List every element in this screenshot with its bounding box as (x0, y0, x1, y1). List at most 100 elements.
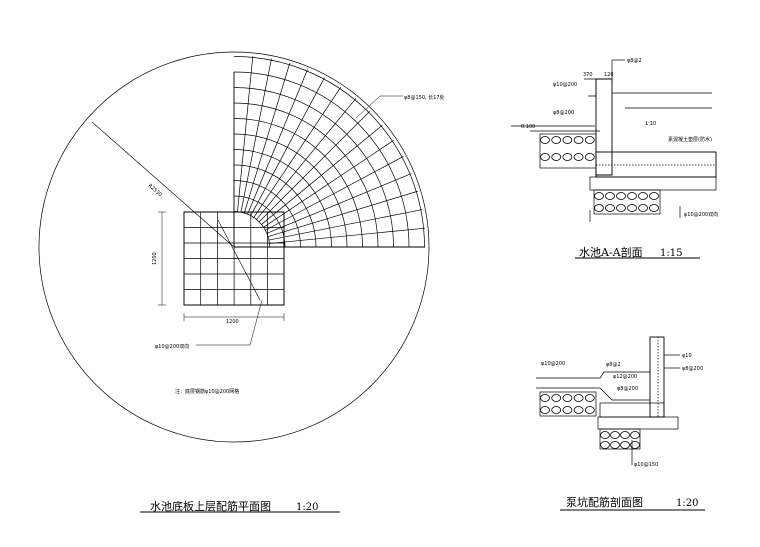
gravel-left (539, 133, 597, 169)
ps-mid3: φ8@200 (617, 386, 638, 392)
pump-gravel-left (539, 391, 597, 417)
gravel-stone (600, 441, 610, 449)
gravel-stone (540, 153, 550, 161)
section-aa-scale: 1:15 (660, 248, 682, 259)
gravel-stone (610, 441, 620, 449)
gravel-stone (551, 153, 562, 161)
gravel-stone (562, 153, 573, 161)
radius-dimension-line (91, 121, 235, 248)
ps-mid-top: φ8@2 (606, 362, 621, 368)
pool-floor-plan (38, 51, 430, 513)
gravel-stone (605, 192, 615, 200)
gravel-stone (551, 136, 562, 144)
gravel-stone (620, 431, 630, 439)
sa-top-rebar: φ8@2 (627, 58, 642, 64)
gravel-stone (616, 204, 626, 212)
wall-cap (584, 78, 597, 97)
gravel-stone (594, 192, 604, 200)
gravel-stone (573, 394, 584, 402)
gravel-stone (600, 431, 610, 439)
radius-label: R2530 (147, 183, 163, 198)
gravel-stone (649, 192, 659, 200)
pump-hatch (540, 394, 640, 449)
gravel-stone (540, 136, 550, 144)
gravel-stone (573, 406, 584, 414)
gravel-stone (630, 431, 640, 439)
gravel-stone (584, 153, 595, 161)
rebar-ray (243, 63, 291, 214)
diagonal-leader (217, 219, 261, 301)
plan-scale: 1:20 (296, 502, 318, 513)
pit-height-label: 1200 (152, 252, 158, 265)
rebar-ray (240, 58, 272, 213)
rebar-ray (267, 190, 418, 238)
pump-pit-grid (184, 212, 284, 305)
gravel-stone (638, 192, 648, 200)
pump-gravel (599, 428, 641, 450)
pit-width-label: 1200 (226, 319, 239, 325)
gravel-stone (627, 192, 637, 200)
gravel-stone (627, 204, 637, 212)
floor-slab (595, 151, 717, 178)
gravel-stone (610, 431, 620, 439)
gravel-stone (649, 204, 659, 212)
ps-mid2: φ12@200 (613, 374, 637, 380)
pump-top-line (536, 371, 650, 379)
pump-base (597, 416, 679, 430)
plan-note: 注：底层钢筋φ10@200网格 (175, 388, 239, 395)
gravel-stone (584, 394, 595, 402)
rebar-ray (268, 209, 423, 241)
rebar-ray (260, 124, 383, 226)
gravel-stone (573, 136, 584, 144)
rebar-ray (253, 87, 341, 219)
sa-elev: 0.100 (521, 124, 535, 130)
ps-right-a: φ10 (682, 353, 692, 359)
pump-top-line-2 (536, 387, 650, 401)
gravel-stone (616, 192, 626, 200)
pump-section-labels: φ10@200 φ8@2 φ12@200 φ8@200 φ10 φ8@200 φ… (541, 353, 703, 509)
sa-right-note: 素混凝土垫层(防水) (668, 136, 712, 143)
gravel-stone (605, 204, 615, 212)
gravel-stone (562, 136, 573, 144)
gravel-stone (540, 406, 550, 414)
ps-left-top: φ10@200 (541, 361, 565, 367)
grid-rebar-leader (196, 299, 263, 346)
rebar-ray (264, 156, 404, 231)
gravel-stone (540, 394, 550, 402)
gravel-stone (594, 204, 604, 212)
sa-bottom-rebar: φ10@200双向 (684, 211, 718, 218)
section-aa-title: 水池A-A剖面 (579, 245, 643, 259)
rebar-ray (268, 227, 426, 244)
sa-dim-b: 120 (604, 72, 614, 78)
rebar-ray (250, 77, 325, 217)
rebar-ray (237, 55, 254, 213)
gravel-base (593, 189, 661, 215)
pool-outline-circle (38, 51, 430, 443)
plan-title: 水池底板上层配筋平面图 (150, 499, 271, 513)
plan-labels: R2530 φ8@150, 长17处 1200 1200 φ10@200双向 注… (147, 94, 445, 513)
rebar-rays (237, 55, 426, 244)
base-layer (589, 176, 717, 191)
section-aa-hatch (540, 136, 659, 212)
pump-pit-section (536, 336, 705, 511)
pump-section-title: 泵坑配筋剖面图 (566, 495, 643, 509)
top-rebar-leader-b (355, 95, 381, 119)
sa-small-a: 1:10 (645, 121, 656, 127)
gravel-stone (584, 136, 595, 144)
sa-dim-a: 370 (583, 72, 593, 78)
rebar-ray (255, 98, 357, 221)
gravel-stone (562, 394, 573, 402)
gravel-stone (584, 406, 595, 414)
gravel-stone (551, 394, 562, 402)
gravel-stone (551, 406, 562, 414)
sa-left-rebar: φ10@200 (553, 82, 577, 88)
gravel-stone (630, 441, 640, 449)
ps-right-b: φ8@200 (682, 366, 703, 372)
ps-bottom: φ10@150 (634, 462, 658, 468)
pump-wall (649, 336, 665, 418)
pump-section-scale: 1:20 (676, 498, 698, 509)
sa-mid-rebar: φ8@200 (553, 110, 574, 116)
gravel-stone (562, 406, 573, 414)
gravel-stone (573, 153, 584, 161)
